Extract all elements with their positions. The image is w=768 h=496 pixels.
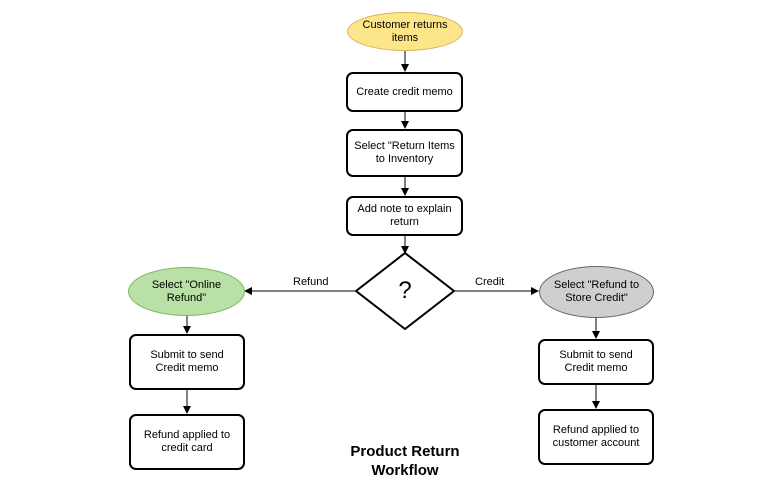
add-note-node: Add note to explain return xyxy=(346,196,463,236)
diagram-title: Product Return Workflow xyxy=(350,443,460,479)
submit-credit-memo-left-node: Submit to send Credit memo xyxy=(129,334,245,390)
start-node: Customer returns items xyxy=(347,12,463,51)
create-credit-memo-node: Create credit memo xyxy=(346,72,463,112)
edge-label-refund: Refund xyxy=(293,276,329,288)
store-credit-node: Select "Refund to Store Credit" xyxy=(539,266,654,318)
select-return-items-node: Select "Return Items to Inventory xyxy=(346,129,463,177)
decision-question-mark: ? xyxy=(398,277,412,304)
refund-customer-account-node: Refund applied to customer account xyxy=(538,409,654,465)
submit-credit-memo-right-node: Submit to send Credit memo xyxy=(538,339,654,385)
online-refund-node: Select "Online Refund" xyxy=(128,267,245,316)
edge-label-credit: Credit xyxy=(475,276,505,288)
refund-credit-card-node: Refund applied to credit card xyxy=(129,414,245,470)
decision-diamond xyxy=(354,251,456,331)
